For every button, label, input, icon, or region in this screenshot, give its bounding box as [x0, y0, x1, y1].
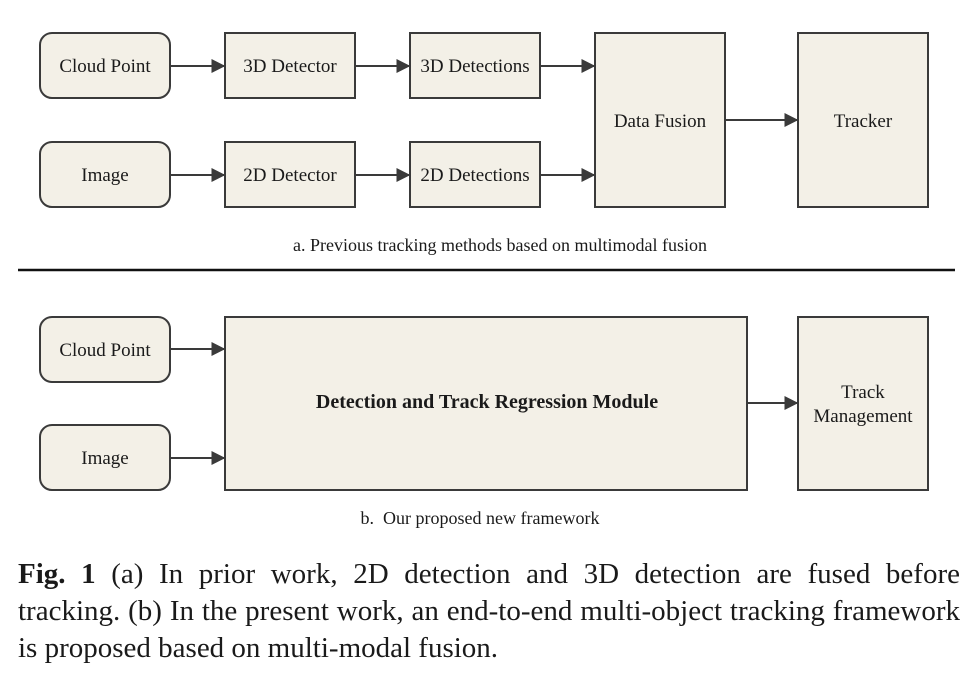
figure-label: Fig. 1: [18, 558, 96, 590]
track-management-box: [797, 316, 929, 491]
detections-2d-label: 2D Detections: [420, 165, 529, 186]
detections-2d-box: [409, 141, 541, 208]
detections-3d-label: 3D Detections: [420, 56, 529, 77]
image-label-a: Image: [81, 165, 128, 186]
regression-module-box: [224, 316, 748, 491]
framework-diagram: Cloud Point Image 3D Detector 2D Detecto…: [18, 32, 955, 528]
data-fusion-label: Data Fusion: [614, 111, 707, 132]
regression-module-label: Detection and Track Regression Module: [316, 391, 658, 413]
figure-caption-text: (a) In prior work, 2D detection and 3D d…: [18, 558, 960, 664]
track-management-label-line2: Management: [813, 406, 913, 427]
image-label-b: Image: [81, 448, 128, 469]
data-fusion-box: [594, 32, 726, 208]
track-management-label-line1: Track: [841, 382, 885, 403]
caption-a: a. Previous tracking methods based on mu…: [293, 235, 707, 255]
tracker-box: [797, 32, 929, 208]
detector-3d-label: 3D Detector: [243, 56, 337, 77]
cloud-point-label-a: Cloud Point: [59, 56, 151, 77]
cloud-point-label-b: Cloud Point: [59, 340, 151, 361]
detector-2d-label: 2D Detector: [243, 165, 337, 186]
proposed-framework-diagram: Cloud Point Image Detection and Track Re…: [39, 316, 929, 528]
detector-3d-box: [224, 32, 356, 99]
previous-methods-diagram: Cloud Point Image 3D Detector 2D Detecto…: [39, 32, 929, 255]
tracker-label: Tracker: [834, 111, 893, 132]
figure-caption: Fig. 1 (a) In prior work, 2D detection a…: [18, 556, 960, 667]
caption-b: b. Our proposed new framework: [361, 508, 600, 528]
